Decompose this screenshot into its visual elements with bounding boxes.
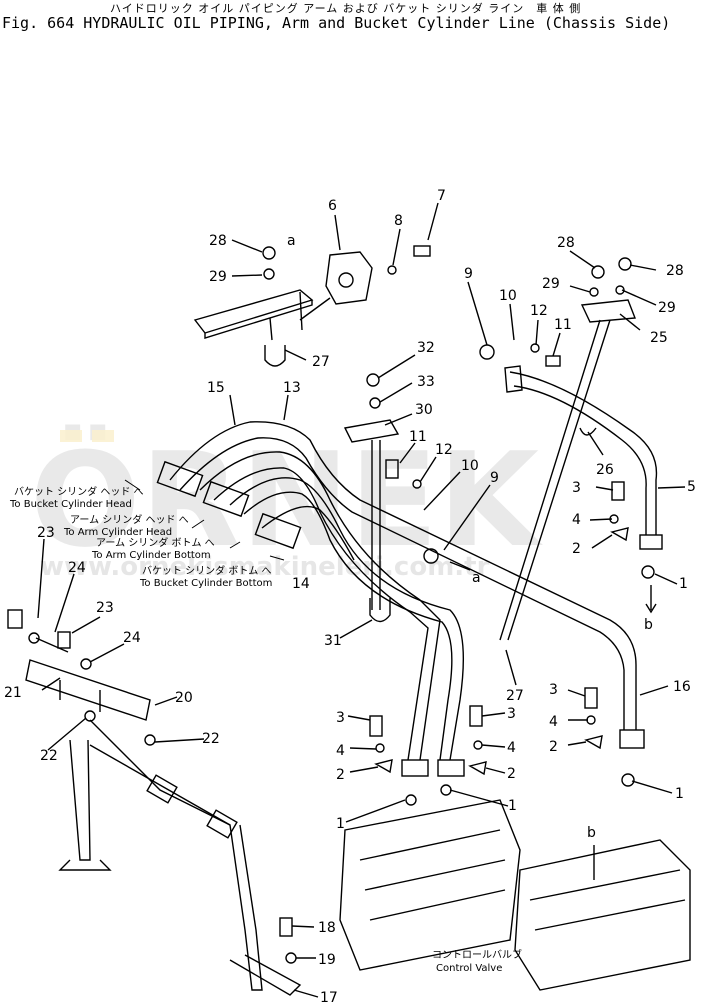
callout-21: 21 (4, 685, 22, 701)
callout-24: 24 (68, 560, 86, 576)
callout-24: 24 (123, 630, 141, 646)
callout-4: 4 (336, 743, 345, 759)
callout-10: 10 (499, 288, 517, 304)
callout-4: 4 (549, 714, 558, 730)
callout-22: 22 (202, 731, 220, 747)
callout-18: 18 (318, 920, 336, 936)
note-bucket-head-jp: バケット シリンダ ヘッド へ (14, 485, 144, 498)
callout-23: 23 (96, 600, 114, 616)
callout-17: 17 (320, 990, 338, 1005)
callout-b: b (587, 825, 596, 841)
callout-a: a (287, 233, 296, 249)
note-bucket-head-en: To Bucket Cylinder Head (9, 499, 132, 510)
callout-29: 29 (658, 300, 676, 316)
watermark: ÖRNEK www.ornekismakineleri.com.tr (30, 424, 543, 582)
callout-10: 10 (461, 458, 479, 474)
callout-2: 2 (336, 767, 345, 783)
note-arm-bottom-jp: アーム シリンダ ボトム へ (96, 536, 215, 549)
callout-b: b (644, 617, 653, 633)
callout-25: 25 (650, 330, 668, 346)
callout-2: 2 (549, 739, 558, 755)
callout-19: 19 (318, 952, 336, 968)
callout-11: 11 (409, 429, 427, 445)
callout-9: 9 (464, 266, 473, 282)
callout-2: 2 (572, 541, 581, 557)
callout-7: 7 (437, 188, 446, 204)
callout-30: 30 (415, 402, 433, 418)
note-control-valve-en: Control Valve (436, 963, 502, 974)
callout-1: 1 (675, 786, 684, 802)
watermark-url: www.ornekismakineleri.com.tr (40, 552, 490, 582)
callout-33: 33 (417, 374, 435, 390)
callout-9: 9 (490, 470, 499, 486)
callout-32: 32 (417, 340, 435, 356)
japanese-title: ハイドロリック オイル パイピング アーム および バケット シリンダ ライン … (110, 2, 582, 15)
callout-6: 6 (328, 198, 337, 214)
callout-1: 1 (336, 816, 345, 832)
note-bucket-bottom-jp: バケット シリンダ ボトム へ (142, 564, 272, 577)
callout-4: 4 (507, 740, 516, 756)
callout-28: 28 (557, 235, 575, 251)
callout-12: 12 (435, 442, 453, 458)
annotation-notes: バケット シリンダ ヘッド へ To Bucket Cylinder Head … (9, 479, 522, 974)
callout-3: 3 (507, 706, 516, 722)
callout-16: 16 (673, 679, 691, 695)
callout-numbers: 6 7 8 28 a 29 9 10 12 11 28 28 29 29 25 … (4, 188, 696, 1005)
note-bucket-bottom-en: To Bucket Cylinder Bottom (139, 578, 272, 589)
callout-8: 8 (394, 213, 403, 229)
callout-2: 2 (507, 766, 516, 782)
callout-1: 1 (679, 576, 688, 592)
callout-28: 28 (209, 233, 227, 249)
callout-22: 22 (40, 748, 58, 764)
watermark-brand: ÖRNEK (30, 424, 543, 576)
callout-3: 3 (336, 710, 345, 726)
callout-12: 12 (530, 303, 548, 319)
callout-28: 28 (666, 263, 684, 279)
callout-a: a (472, 570, 481, 586)
callout-27: 27 (506, 688, 524, 704)
note-arm-bottom-en: To Arm Cylinder Bottom (91, 550, 211, 561)
callout-14: 14 (292, 576, 310, 592)
callout-27: 27 (312, 354, 330, 370)
line-art (7, 202, 691, 998)
callout-15: 15 (207, 380, 225, 396)
callout-11: 11 (554, 317, 572, 333)
note-control-valve-jp: コントロールバルブ (432, 948, 522, 961)
callout-3: 3 (549, 682, 558, 698)
callout-29: 29 (542, 276, 560, 292)
callout-4: 4 (572, 512, 581, 528)
callout-29: 29 (209, 269, 227, 285)
figure-title: Fig. 664 HYDRAULIC OIL PIPING, Arm and B… (2, 14, 671, 32)
callout-26: 26 (596, 462, 614, 478)
callout-31: 31 (324, 633, 342, 649)
callout-23: 23 (37, 525, 55, 541)
callout-5: 5 (687, 479, 696, 495)
note-arm-head-en: To Arm Cylinder Head (63, 527, 172, 538)
callout-3: 3 (572, 480, 581, 496)
callout-13: 13 (283, 380, 301, 396)
note-arm-head-jp: アーム シリンダ ヘッド へ (70, 513, 189, 526)
callout-1: 1 (508, 798, 517, 814)
callout-20: 20 (175, 690, 193, 706)
